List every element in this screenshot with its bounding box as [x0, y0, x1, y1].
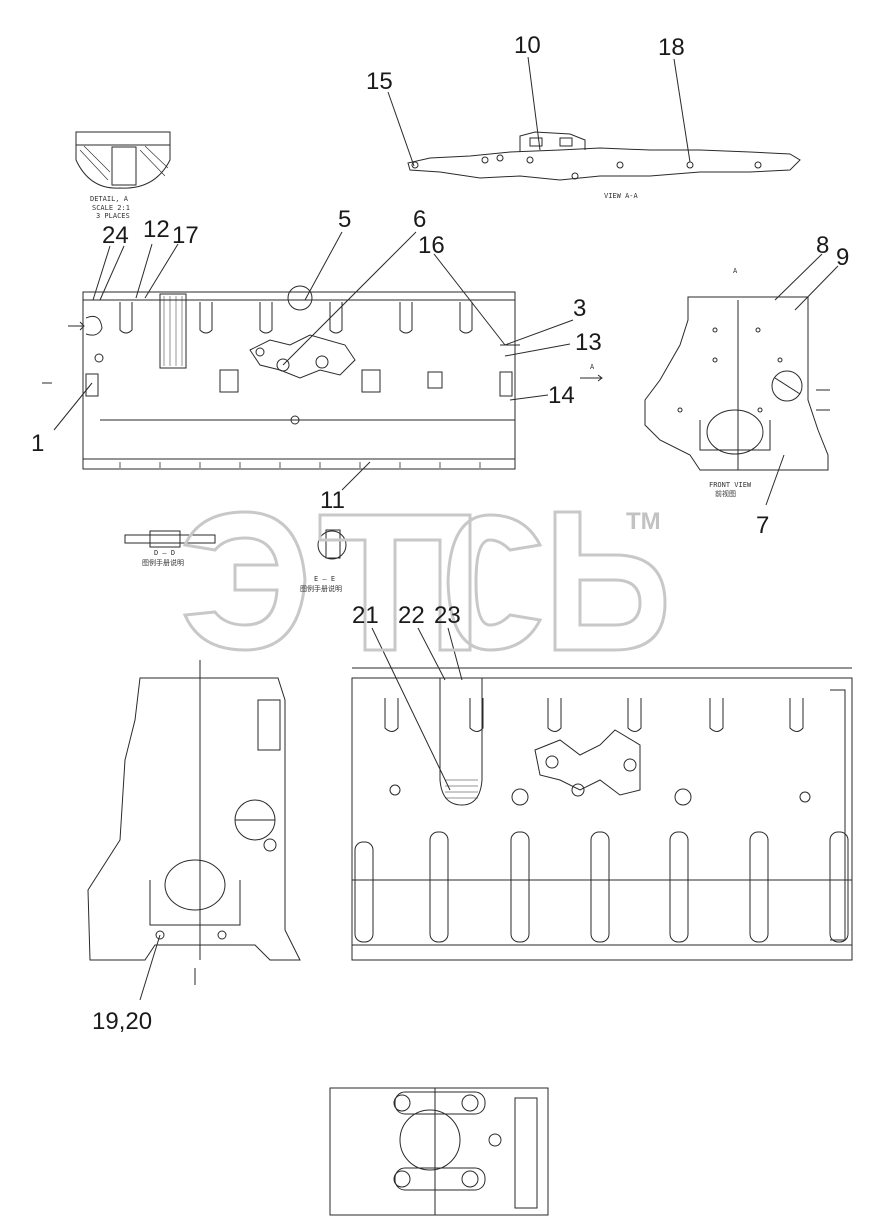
section-ee-label-cn: 图例手册说明 — [300, 585, 342, 593]
callout-1: 1 — [31, 430, 45, 457]
section-views — [124, 529, 347, 560]
callout-13: 13 — [575, 329, 602, 356]
callout-23: 23 — [434, 602, 461, 629]
watermark-tm: TM — [626, 508, 661, 535]
callout-15: 15 — [366, 68, 393, 95]
callout-16: 16 — [418, 232, 445, 259]
callout-19-20: 19,20 — [92, 1008, 153, 1035]
callout-12: 12 — [143, 216, 170, 243]
side-view-block — [42, 285, 603, 470]
detail-places: 3 PLACES — [96, 212, 130, 220]
view-aa-rail — [407, 131, 801, 181]
front-view-marker-a: A — [733, 267, 738, 275]
side-view-block-lower — [351, 667, 853, 961]
section-ee-label: E — E — [314, 575, 336, 583]
front-view-block — [644, 296, 830, 471]
watermark-logo — [182, 510, 667, 652]
view-aa-label: VIEW A-A — [604, 192, 638, 200]
callout-8: 8 — [816, 232, 830, 259]
front-view-label: FRONT VIEW — [709, 481, 752, 489]
detail-scale: SCALE 2:1 — [92, 204, 130, 212]
callout-10: 10 — [514, 32, 541, 59]
callout-5: 5 — [338, 206, 352, 233]
callout-14: 14 — [548, 382, 575, 409]
leader-lines — [53, 56, 839, 1001]
front-view-label-cn: 前视图 — [715, 490, 736, 498]
callout-3: 3 — [573, 295, 587, 322]
side-view-marker-a: A — [590, 363, 595, 371]
callout-24: 24 — [102, 222, 129, 249]
callout-6: 6 — [413, 206, 427, 233]
callout-18: 18 — [658, 34, 685, 61]
callout-22: 22 — [398, 602, 425, 629]
callout-21: 21 — [352, 602, 379, 629]
callout-17: 17 — [172, 222, 199, 249]
section-dd-label-cn: 图例手册说明 — [142, 559, 184, 567]
callout-11: 11 — [320, 487, 345, 514]
callout-9: 9 — [836, 244, 850, 271]
section-dd-label: D — D — [154, 549, 176, 557]
bottom-view-block — [329, 1087, 549, 1216]
detail-a — [75, 131, 171, 189]
callout-7: 7 — [756, 512, 770, 539]
detail-title: DETAIL, A — [90, 195, 128, 203]
end-view-block — [87, 660, 301, 985]
